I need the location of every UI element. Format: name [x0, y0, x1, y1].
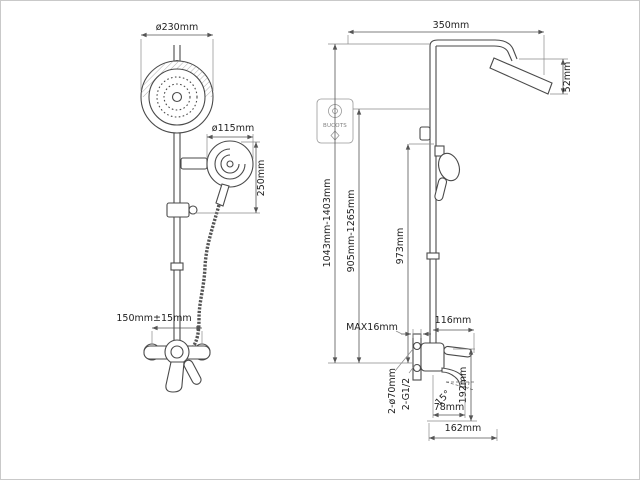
dim-head-drop-group: 52mm [519, 58, 573, 95]
front-view: ø230mm ø115mm 250mm 150mm±15mm [116, 22, 267, 393]
dim-arm-reach: 350mm [433, 20, 470, 31]
dim-overall-height: 1043mm-1403mm [322, 179, 333, 268]
dim-hand-shower-diameter-group: ø115mm [206, 123, 254, 159]
telescopic-joint [170, 262, 184, 271]
dim-wall-max: MAX16mm [346, 322, 398, 333]
dim-base-reach: 162mm [445, 423, 482, 434]
telescopic-joint-side [426, 252, 440, 260]
dim-spout-drop-group: 192mm [453, 348, 475, 422]
dim-spout-reach: 78mm [434, 402, 465, 413]
mixer-handle-side [443, 345, 473, 358]
mixer-body-side [420, 342, 445, 372]
hand-shower-front [166, 140, 254, 218]
dim-inlet-spacing: 150mm±15mm [116, 313, 191, 324]
slider-bracket [166, 202, 190, 218]
dim-slide-travel-group: 250mm [195, 141, 267, 214]
dim-spout-drop: 192mm [458, 367, 469, 404]
rain-shower-head-front [140, 45, 214, 134]
callout-thread-group: 2-G1/2 [401, 364, 416, 410]
hand-shower-side [434, 145, 460, 202]
riser-pipe-front [170, 133, 184, 347]
callout-inlet-holes: 2-ø70mm [387, 368, 398, 414]
shower-hose [191, 204, 221, 348]
hand-shower-bracket [434, 145, 445, 157]
dim-column-height: 905mm-1265mm [346, 190, 357, 273]
dim-handle-reach: 116mm [435, 315, 472, 326]
hand-shower-holder [180, 157, 208, 170]
side-view: BUCOTS 15° 350mm [316, 20, 573, 441]
dim-head-diameter: ø230mm [156, 22, 198, 33]
dim-column-height-group: 905mm-1265mm [346, 109, 362, 364]
dim-overall-height-group: 1043mm-1403mm [322, 44, 338, 364]
mixer-handle [183, 359, 202, 385]
dim-slide-travel: 250mm [256, 160, 267, 197]
dim-arm-reach-group: 350mm [347, 20, 545, 75]
wall-plate [412, 333, 422, 381]
dim-riser-height: 973mm [395, 228, 406, 265]
shower-arm-side [429, 39, 553, 95]
dim-head-diameter-group: ø230mm [140, 22, 214, 91]
dim-head-drop: 52mm [562, 62, 573, 93]
hand-shower-handle [215, 183, 230, 207]
callout-thread: 2-G1/2 [401, 378, 412, 410]
tub-spout [165, 361, 185, 393]
spout-side [441, 367, 466, 388]
callout-inlet-holes-group: 2-ø70mm [387, 348, 414, 414]
dim-handle-reach-group: 116mm [432, 315, 475, 353]
rain-shower-head-side [489, 57, 553, 95]
dim-hand-shower-diameter: ø115mm [212, 123, 254, 134]
dim-riser-height-group: 973mm [395, 144, 411, 364]
hand-shower-handle-side [434, 177, 448, 202]
dim-inlet-spacing-group: 150mm±15mm [116, 313, 203, 344]
dim-wall-max-group: MAX16mm [346, 322, 431, 338]
dim-spout-reach-group: 78mm [432, 375, 466, 418]
mixer-faucet-front [143, 339, 211, 393]
diverter-knob [419, 126, 431, 141]
slider-knob [188, 205, 198, 215]
dim-base-reach-group: 162mm [428, 423, 498, 441]
mixer-faucet-side [412, 333, 473, 388]
